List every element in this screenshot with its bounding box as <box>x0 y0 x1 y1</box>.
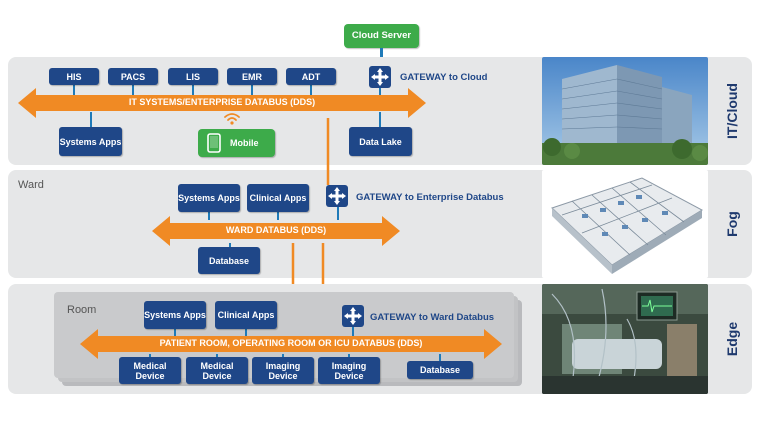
room-database-box: Database <box>407 361 473 379</box>
gateway-icon <box>342 305 364 327</box>
pacs-box: PACS <box>108 68 158 85</box>
icu-room-image <box>542 284 708 394</box>
emr-box: EMR <box>227 68 277 85</box>
hospital-building-image <box>542 57 708 165</box>
ward-floorplan-image <box>542 170 708 278</box>
cloud-server-box: Cloud Server <box>344 24 419 48</box>
gateway-to-ward-label: GATEWAY to Ward Databus <box>370 312 495 323</box>
ward-databus-label: WARD DATABUS (DDS) <box>225 225 327 235</box>
data-lake-box: Data Lake <box>349 127 412 156</box>
ward-database-box: Database <box>198 247 260 274</box>
gateway-icon <box>369 66 391 88</box>
it-databus-arrow <box>18 88 426 118</box>
mobile-label: Mobile <box>230 138 259 148</box>
his-box: HIS <box>49 68 99 85</box>
lis-box: LIS <box>168 68 218 85</box>
room-databus-label: PATIENT ROOM, OPERATING ROOM OR ICU DATA… <box>159 338 423 348</box>
ward-clinical-apps-box: Clinical Apps <box>247 184 309 212</box>
wifi-icon <box>224 113 240 125</box>
ward-databus-arrow <box>152 216 400 246</box>
medical-device-box-2: Medical Device <box>186 357 248 384</box>
imaging-device-box-1: Imaging Device <box>252 357 314 384</box>
gateway-to-cloud-label: GATEWAY to Cloud <box>400 72 488 83</box>
room-databus-arrow <box>80 329 502 359</box>
smartphone-icon <box>207 133 221 153</box>
imaging-device-box-2: Imaging Device <box>318 357 380 384</box>
room-title: Room <box>67 304 97 316</box>
ward-systems-apps-box: Systems Apps <box>178 184 240 212</box>
room-systems-apps-box: Systems Apps <box>144 301 206 329</box>
adt-box: ADT <box>286 68 336 85</box>
medical-device-box-1: Medical Device <box>119 357 181 384</box>
ward-title: Ward <box>18 179 44 191</box>
mobile-box: Mobile <box>198 129 275 157</box>
gateway-to-enterprise-label: GATEWAY to Enterprise Databus <box>356 192 504 203</box>
room-clinical-apps-box: Clinical Apps <box>215 301 277 329</box>
edge-side-label: Edge <box>723 321 740 357</box>
it-systems-apps-box: Systems Apps <box>59 127 122 156</box>
gateway-icon <box>326 185 348 207</box>
it-databus-label: IT SYSTEMS/ENTERPRISE DATABUS (DDS) <box>128 97 316 107</box>
